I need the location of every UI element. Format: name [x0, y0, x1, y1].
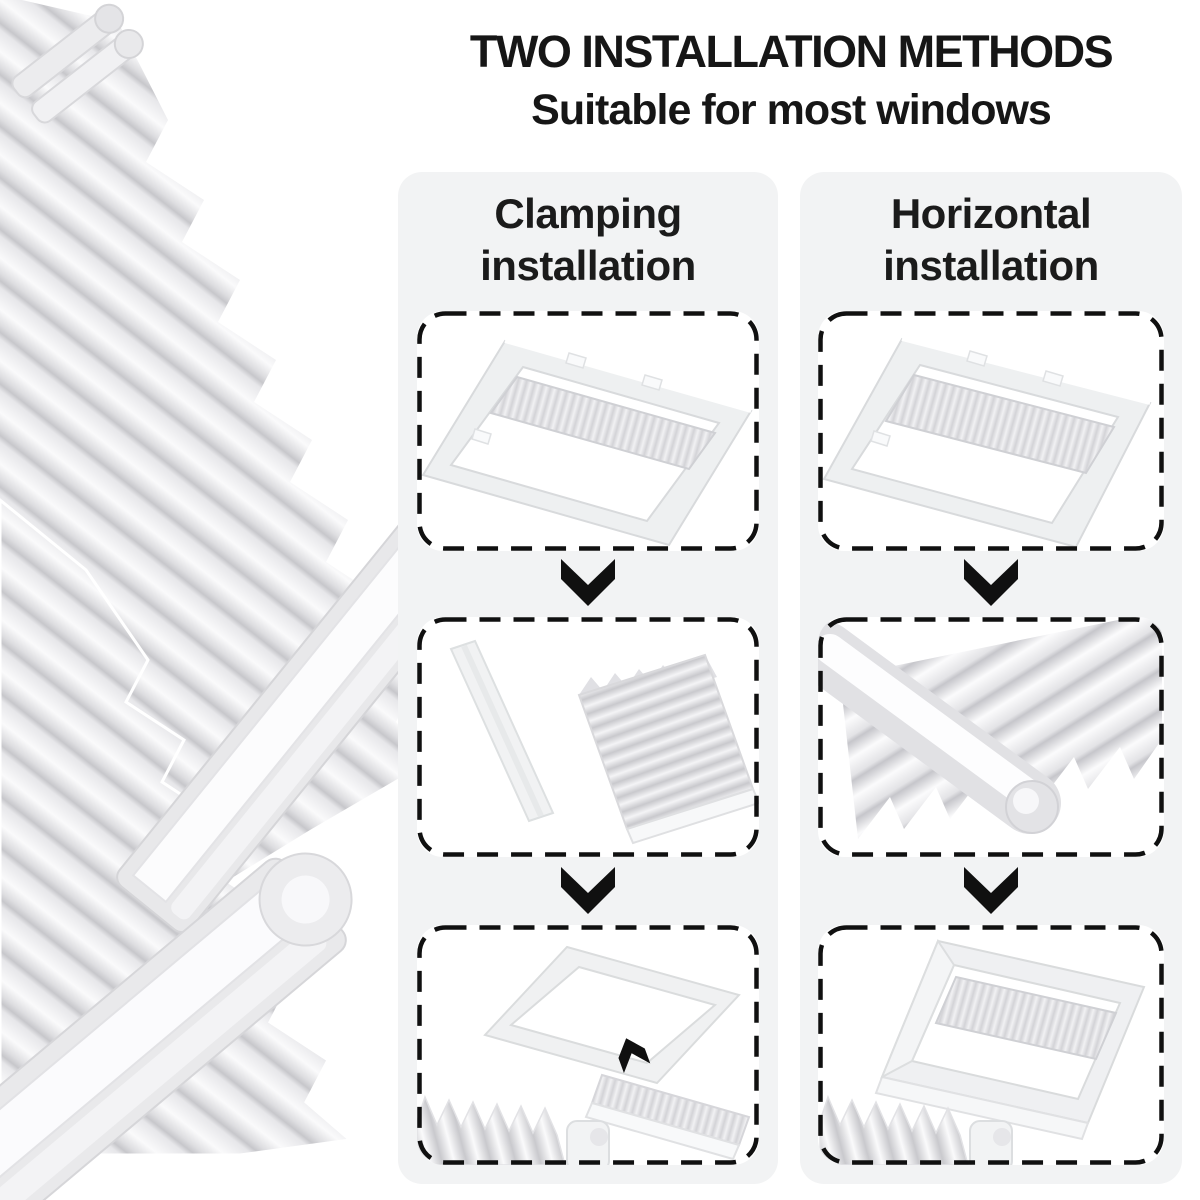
clamping-rail-and-folded-pleated-blind: [449, 639, 759, 845]
window-frame-with-collapsed-pleated-blind: [421, 339, 753, 547]
chevron-down-icon: [964, 867, 1018, 914]
method-panel-clamping: Clamping installation: [398, 172, 778, 1184]
clamping-rail-bottom: [0, 852, 353, 1200]
page-subtitle: Suitable for most windows: [531, 85, 1052, 134]
method-heading-clamping: Clamping installation: [480, 190, 696, 290]
window-frame-with-collapsed-pleated-blind: [822, 337, 1152, 549]
clamping-rail-closeup-on-pleats: [818, 617, 1162, 839]
blind-rail-inserted-into-open-frame: [417, 945, 751, 1165]
clamping-step-2-photo: [417, 617, 759, 857]
clamping-step-3-photo: [417, 925, 759, 1165]
title-block: TWO INSTALLATION METHODS Suitable for mo…: [398, 26, 1184, 135]
page-title: TWO INSTALLATION METHODS: [469, 26, 1114, 77]
clamp-profile-small: [566, 1120, 610, 1165]
method-panel-horizontal: Horizontal installation: [800, 172, 1182, 1184]
chevron-down-icon: [561, 867, 615, 914]
clamping-step-1-photo: [417, 311, 759, 551]
frame-with-blind-mounted-horizontally: [819, 938, 1146, 1165]
clamp-profile-top: [11, 3, 144, 124]
horizontal-step-1-photo: [818, 311, 1164, 551]
chevron-down-icon: [964, 559, 1018, 606]
clamp-profile-small: [969, 1120, 1013, 1165]
horizontal-step-2-photo: [818, 617, 1164, 857]
chevron-down-icon: [561, 559, 615, 606]
method-heading-horizontal: Horizontal installation: [883, 190, 1099, 290]
horizontal-step-3-photo: [818, 925, 1164, 1165]
